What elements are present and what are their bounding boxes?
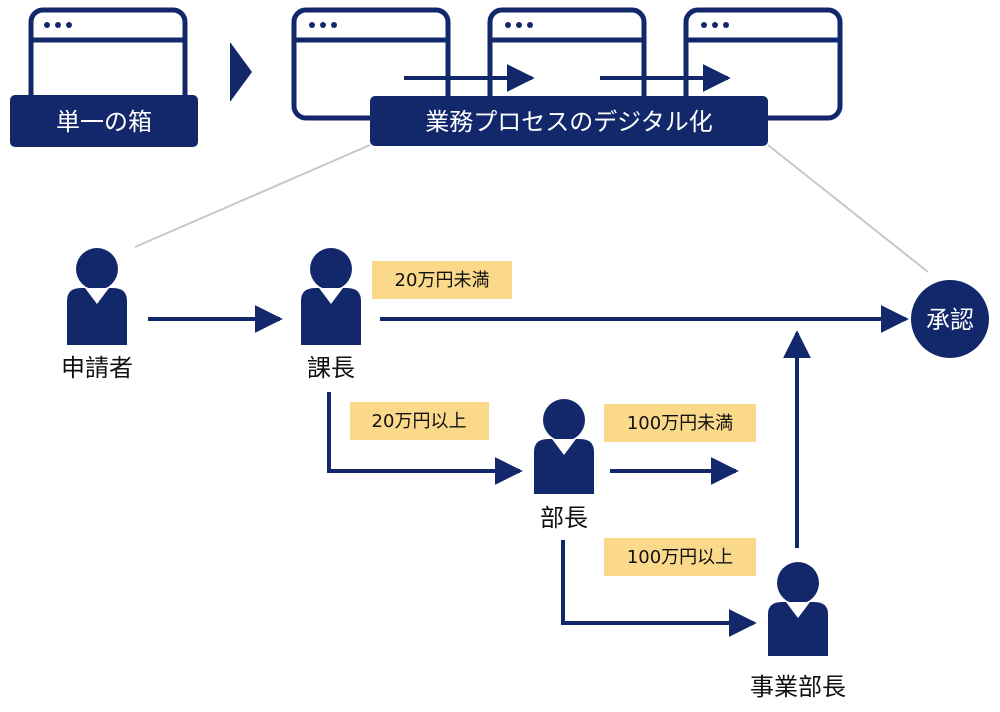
approval-label: 承認 <box>926 306 974 334</box>
condition-tag-over-200k: 20万円以上 <box>350 402 489 440</box>
division-head-person-icon <box>768 562 828 656</box>
condition-over-200k: 20万円以上 <box>372 411 467 432</box>
arrow-section-chief-to-department-head <box>327 392 523 485</box>
condition-over-1m: 100万円以上 <box>627 547 733 568</box>
transition-triangle <box>230 42 252 102</box>
section-chief-person-icon <box>301 248 361 345</box>
approval-node: 承認 <box>911 280 989 358</box>
digital-process-label: 業務プロセスのデジタル化 <box>425 108 713 136</box>
digital-process-banner: 業務プロセスのデジタル化 <box>370 96 768 146</box>
single-box-banner: 単一の箱 <box>10 95 198 147</box>
single-box-label: 単一の箱 <box>56 108 152 136</box>
connector-left <box>134 144 371 248</box>
condition-under-1m: 100万円未満 <box>627 413 733 434</box>
section-chief-label: 課長 <box>307 354 355 382</box>
applicant-label: 申請者 <box>61 354 133 382</box>
arrow-department-head-to-division-head <box>561 540 757 637</box>
department-head-person-icon <box>534 399 594 494</box>
connector-right <box>767 144 929 273</box>
division-head-label: 事業部長 <box>750 673 846 701</box>
condition-tag-under-200k: 20万円未満 <box>372 261 512 299</box>
applicant-person-icon <box>67 248 127 345</box>
condition-tag-under-1m: 100万円未満 <box>604 404 756 442</box>
condition-tag-over-1m: 100万円以上 <box>604 538 756 576</box>
department-head-label: 部長 <box>540 504 588 532</box>
condition-under-200k: 20万円未満 <box>395 270 490 291</box>
